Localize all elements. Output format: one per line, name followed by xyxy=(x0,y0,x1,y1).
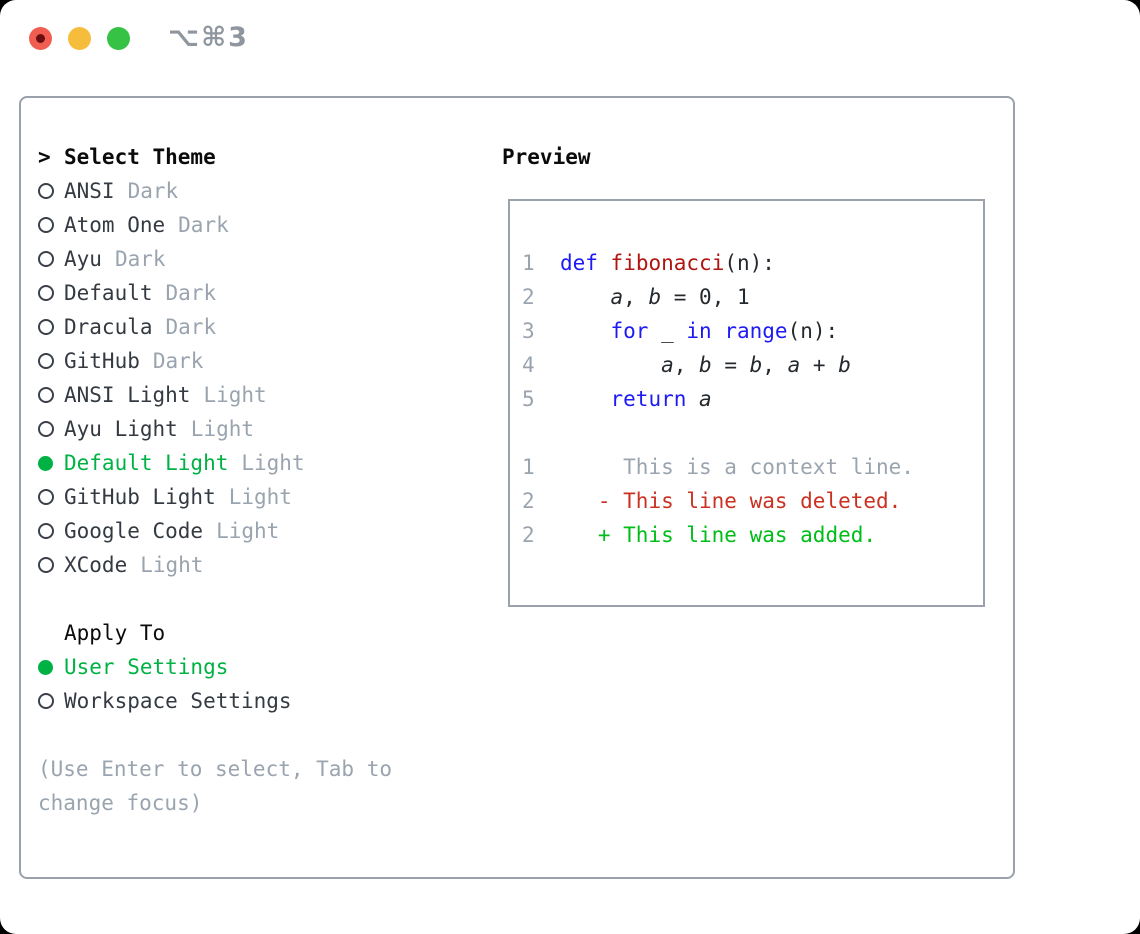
apply-option-label: Workspace Settings xyxy=(64,689,292,713)
theme-name: Ayu xyxy=(64,247,102,271)
section-title: Apply To xyxy=(64,621,166,645)
radio-icon xyxy=(38,421,54,437)
minimize-button[interactable] xyxy=(68,27,91,50)
radio-icon xyxy=(38,387,54,403)
theme-badge: Dark xyxy=(178,213,229,237)
theme-name: Ayu Light xyxy=(64,417,178,441)
theme-name: XCode xyxy=(64,553,128,577)
select-theme-header: > Select Theme xyxy=(38,140,488,174)
theme-badge: Light xyxy=(140,553,204,577)
theme-badge: Light xyxy=(228,485,292,509)
window-title-shortcut: ⌥⌘3 xyxy=(168,22,249,53)
spacer xyxy=(38,718,488,752)
theme-name: Default xyxy=(64,281,153,305)
radio-icon xyxy=(38,557,54,573)
theme-name: Atom One xyxy=(64,213,166,237)
preview-box: 1 def fibonacci(n): 2 a, b = 0, 1 3 for … xyxy=(508,199,985,607)
theme-badge: Light xyxy=(190,417,255,441)
code-line: 4 a, b = b, a + b xyxy=(522,353,851,377)
radio-icon xyxy=(38,353,54,369)
close-button[interactable] xyxy=(29,27,52,50)
theme-badge: Dark xyxy=(152,349,204,373)
line-number: 4 xyxy=(522,353,535,377)
line-number: 1 xyxy=(522,455,535,479)
radio-icon xyxy=(38,489,54,505)
apply-option-label: User Settings xyxy=(64,655,229,679)
code-line: 5 return a xyxy=(522,387,712,411)
line-number: 2 xyxy=(522,489,535,513)
theme-name: GitHub Light xyxy=(64,485,216,509)
theme-option-ansi-light[interactable]: ANSI Light Light xyxy=(38,378,488,412)
theme-badge: Light xyxy=(216,519,280,543)
radio-icon xyxy=(38,523,54,539)
line-number: 1 xyxy=(522,251,535,275)
keyboard-hint-line-1: (Use Enter to select, Tab to xyxy=(38,757,393,781)
line-number: 2 xyxy=(522,523,535,547)
section-title: Select Theme xyxy=(64,145,216,169)
line-number: 3 xyxy=(522,319,535,343)
radio-selected-icon xyxy=(38,455,53,471)
theme-option-ayu-dark[interactable]: Ayu Dark xyxy=(38,242,488,276)
radio-icon xyxy=(38,285,54,301)
theme-option-xcode-light[interactable]: XCode Light xyxy=(38,548,488,582)
apply-option-workspace-settings[interactable]: Workspace Settings xyxy=(38,684,488,718)
theme-option-github-dark[interactable]: GitHub Dark xyxy=(38,344,488,378)
theme-list: > Select Theme ANSI Dark Atom One Dark A… xyxy=(38,140,488,820)
theme-badge: Dark xyxy=(165,281,217,305)
preview-title: Preview xyxy=(502,145,591,169)
zoom-button[interactable] xyxy=(107,27,130,50)
code-line: 3 for _ in range(n): xyxy=(522,319,839,343)
theme-option-ayu-light[interactable]: Ayu Light Light xyxy=(38,412,488,446)
diff-deleted-line: 2 - This line was deleted. xyxy=(522,489,902,513)
radio-icon xyxy=(38,693,54,709)
apply-option-user-settings[interactable]: User Settings xyxy=(38,650,488,684)
radio-selected-icon xyxy=(38,659,53,675)
code-line: 1 def fibonacci(n): xyxy=(522,251,775,275)
theme-option-atom-one-dark[interactable]: Atom One Dark xyxy=(38,208,488,242)
theme-option-default-dark[interactable]: Default Dark xyxy=(38,276,488,310)
theme-name: GitHub xyxy=(64,349,140,373)
line-number: 5 xyxy=(522,387,535,411)
diff-context-line: 1 This is a context line. xyxy=(522,455,914,479)
theme-option-github-light[interactable]: GitHub Light Light xyxy=(38,480,488,514)
radio-icon xyxy=(38,251,54,267)
focus-cursor-icon: > xyxy=(38,145,51,169)
radio-icon xyxy=(38,183,54,199)
diff-added-line: 2 + This line was added. xyxy=(522,523,877,547)
theme-option-dracula-dark[interactable]: Dracula Dark xyxy=(38,310,488,344)
apply-to-header: Apply To xyxy=(38,616,488,650)
titlebar: ⌥⌘3 xyxy=(0,0,1140,96)
theme-option-default-light[interactable]: Default Light Light xyxy=(38,446,488,480)
theme-name: ANSI xyxy=(64,179,115,203)
theme-badge: Dark xyxy=(114,247,166,271)
blank-code-line xyxy=(522,416,983,450)
radio-icon xyxy=(38,319,54,335)
theme-name: Default Light xyxy=(64,451,229,475)
theme-option-google-code-light[interactable]: Google Code Light xyxy=(38,514,488,548)
theme-badge: Dark xyxy=(127,179,179,203)
spacer xyxy=(38,582,488,616)
theme-badge: Light xyxy=(241,451,305,475)
theme-name: Google Code xyxy=(64,519,204,543)
line-number: 2 xyxy=(522,285,535,309)
code-line: 2 a, b = 0, 1 xyxy=(522,285,750,309)
theme-option-ansi-dark[interactable]: ANSI Dark xyxy=(38,174,488,208)
theme-name: Dracula xyxy=(64,315,153,339)
radio-icon xyxy=(38,217,54,233)
keyboard-hint-line-2: change focus) xyxy=(38,791,203,815)
theme-name: ANSI Light xyxy=(64,383,191,407)
theme-badge: Light xyxy=(203,383,267,407)
theme-badge: Dark xyxy=(165,315,217,339)
